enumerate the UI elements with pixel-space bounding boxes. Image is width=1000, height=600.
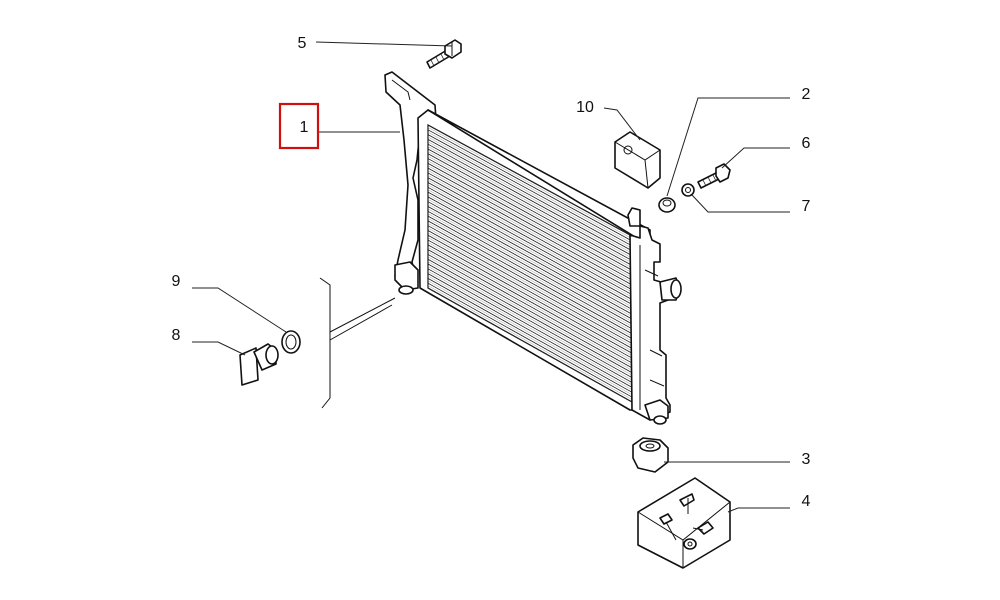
fin-line <box>427 261 632 376</box>
fin-line <box>427 184 631 297</box>
fin-line <box>427 143 631 255</box>
fin-line <box>427 278 633 393</box>
fin-line <box>427 271 632 386</box>
fin-line <box>427 182 631 295</box>
fin-line <box>427 225 632 339</box>
fin-line <box>427 227 632 341</box>
fin-line <box>427 158 631 270</box>
fin-line <box>427 254 632 368</box>
radiator-fins <box>427 124 633 403</box>
fin-line <box>427 258 632 373</box>
drain-plug-part-8[interactable] <box>239 343 279 386</box>
hardware-kit-part-4[interactable] <box>637 477 731 569</box>
fin-line <box>427 124 631 236</box>
fin-line <box>427 172 631 285</box>
fin-line <box>427 129 631 241</box>
fin-line <box>427 234 632 349</box>
fin-line <box>427 194 631 307</box>
o-ring-part-9[interactable] <box>281 330 301 354</box>
callout-4[interactable]: 4 <box>802 493 811 510</box>
fin-line <box>427 131 631 243</box>
bolt-part-6[interactable] <box>697 163 731 189</box>
fin-line <box>427 230 632 344</box>
fin-line <box>427 268 632 383</box>
callout-2[interactable]: 2 <box>802 86 811 103</box>
fin-line <box>427 191 632 305</box>
washer-part-7[interactable] <box>681 183 695 197</box>
fin-line <box>427 249 632 364</box>
fin-line <box>427 136 631 248</box>
fin-line <box>427 170 631 282</box>
fin-line <box>427 213 632 327</box>
fin-line <box>427 242 632 356</box>
fin-line <box>427 196 632 310</box>
fin-line <box>427 167 631 280</box>
callout-5[interactable]: 5 <box>298 35 307 52</box>
fin-line <box>427 139 631 251</box>
fin-line <box>427 280 633 395</box>
fin-line <box>427 179 631 292</box>
fin-line <box>427 160 631 273</box>
fin-line <box>427 263 632 378</box>
fin-line <box>427 141 631 253</box>
fin-line <box>427 163 631 275</box>
fin-line <box>427 151 631 263</box>
callout-9[interactable]: 9 <box>172 273 181 290</box>
fin-line <box>427 153 631 265</box>
grommet-part-2[interactable] <box>658 197 676 213</box>
fin-line <box>427 247 632 361</box>
fin-line <box>427 148 631 260</box>
callout-6[interactable]: 6 <box>802 135 811 152</box>
fin-line <box>427 275 632 390</box>
fin-line <box>427 244 632 359</box>
fin-line <box>427 273 633 388</box>
fin-line <box>427 201 632 314</box>
fin-line <box>427 186 631 300</box>
callout-3[interactable]: 3 <box>802 451 811 468</box>
fin-line <box>427 218 632 331</box>
fin-line <box>427 177 631 290</box>
fin-line <box>427 220 632 334</box>
fin-line <box>427 282 633 398</box>
fin-line <box>427 287 633 403</box>
fin-line <box>427 251 632 366</box>
fin-line <box>427 210 632 324</box>
fin-line <box>427 215 632 329</box>
callout-1[interactable]: 1 <box>300 119 309 136</box>
fin-line <box>427 199 632 312</box>
fin-line <box>427 285 633 400</box>
fin-line <box>427 203 632 317</box>
rubber-mount-part-10[interactable] <box>614 131 661 189</box>
fin-line <box>427 266 632 381</box>
radiator[interactable] <box>384 71 682 425</box>
fin-line <box>427 223 632 336</box>
callout-10[interactable]: 10 <box>576 99 594 116</box>
fin-line <box>427 256 632 371</box>
fin-line <box>427 189 631 302</box>
fin-line <box>427 239 632 354</box>
callout-7[interactable]: 7 <box>802 198 811 215</box>
assembly-bracket-line <box>319 277 331 409</box>
fin-line <box>427 208 632 322</box>
fin-line <box>427 232 632 346</box>
fin-line <box>427 175 631 287</box>
fin-line <box>427 146 631 258</box>
leader-lines <box>192 41 790 513</box>
fin-line <box>427 134 631 246</box>
highlight-box <box>278 102 320 150</box>
fin-line <box>427 155 631 268</box>
fin-line <box>427 206 632 319</box>
callout-8[interactable]: 8 <box>172 327 181 344</box>
fin-line <box>427 165 631 277</box>
fin-line <box>427 237 632 351</box>
bushing-part-3[interactable] <box>632 437 669 473</box>
assembly-bracket-line <box>329 297 396 341</box>
bolt-part-5[interactable] <box>426 39 462 69</box>
fin-line <box>427 127 631 238</box>
